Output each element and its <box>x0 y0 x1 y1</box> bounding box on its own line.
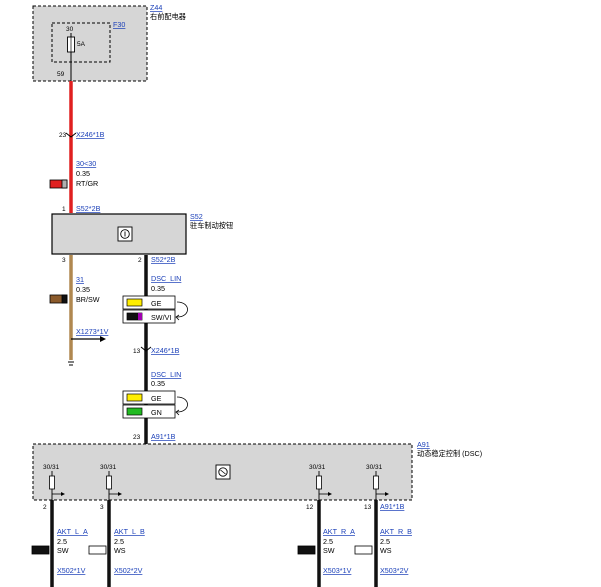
s52-id[interactable]: S52 <box>190 212 203 221</box>
akt-l-a-size: 2.5 <box>57 537 67 546</box>
wire-color-swatch-ge-2 <box>126 393 143 402</box>
akt-r-a-color: SW <box>323 546 335 555</box>
wire-color-swatch-ge <box>126 298 143 307</box>
sensor-1-label: 30/31 <box>43 464 60 471</box>
sensor-2: 30/31 <box>100 464 122 500</box>
dsc-lin-1-size: 0.35 <box>151 284 165 293</box>
twisted-pair-legend-1: GE SW/VI <box>122 295 188 324</box>
wire-color-swatch-sw-2 <box>297 545 316 555</box>
wire-30-color: RT/GR <box>76 179 98 188</box>
akt-l-a-connector[interactable]: X502*1V <box>57 566 86 575</box>
wire-31-signal[interactable]: 31 <box>76 275 84 284</box>
sensor-3: 30/31 <box>309 464 332 500</box>
z44-id[interactable]: Z44 <box>150 3 162 12</box>
connector-x246-top-icon <box>65 132 77 138</box>
twisted-pair-legend-2: GE GN <box>122 390 188 419</box>
ground-arrow-icon <box>71 336 106 342</box>
conn-x246-mid-id[interactable]: X246*1B <box>151 346 180 355</box>
fuse-rating: 5A <box>77 41 86 48</box>
conn-s52-top-pin: 1 <box>62 206 66 213</box>
sensor-4: 30/31 <box>366 464 389 500</box>
z44-out-pin: 59 <box>57 71 65 78</box>
wire-color-swatch-ws-2 <box>354 545 373 555</box>
dsc-stability-icon <box>215 464 231 480</box>
z44-distribution-box <box>32 5 148 82</box>
akt-l-b-connector[interactable]: X502*2V <box>114 566 143 575</box>
akt-r-b-signal[interactable]: AKT_R_B <box>380 527 412 536</box>
sensor-1: 30/31 <box>43 464 65 500</box>
a91-pin-13: 13 <box>364 504 372 511</box>
s52-pin-right: 2 <box>138 257 142 264</box>
akt-l-a-color: SW <box>57 546 69 555</box>
a91-bottom-connector[interactable]: A91*1B <box>380 502 405 511</box>
wire-30-signal[interactable]: 30<30 <box>76 159 96 168</box>
dsc-lin-2-signal[interactable]: DSC_LIN <box>151 370 181 379</box>
wire-color-swatch-sw-1 <box>31 545 50 555</box>
sensor-3-label: 30/31 <box>309 464 326 471</box>
akt-l-a-signal[interactable]: AKT_L_A <box>57 527 88 536</box>
akt-r-b-size: 2.5 <box>380 537 390 546</box>
dsc-lin-2-size: 0.35 <box>151 379 165 388</box>
s52-right-connector[interactable]: S52*2B <box>151 255 176 264</box>
a91-name: 动态稳定控制 (DSC) <box>417 449 482 458</box>
akt-l-b-signal[interactable]: AKT_L_B <box>114 527 145 536</box>
fuse-top-pin: 30 <box>66 26 74 33</box>
wire-color-swatch-gn <box>126 407 143 416</box>
akt-r-a-signal[interactable]: AKT_R_A <box>323 527 355 536</box>
wire-30-size: 0.35 <box>76 169 90 178</box>
z44-name: 右前配电器 <box>150 12 186 21</box>
akt-r-a-size: 2.5 <box>323 537 333 546</box>
dsc-lin-1-color-a: GE <box>151 299 162 308</box>
sensor-2-label: 30/31 <box>100 464 117 471</box>
wire-31-size: 0.35 <box>76 285 90 294</box>
akt-r-b-color: WS <box>380 546 392 555</box>
a91-pin-3: 3 <box>100 504 104 511</box>
akt-r-a-connector[interactable]: X503*1V <box>323 566 352 575</box>
dsc-lin-1-color-b: SW/VI <box>151 313 171 322</box>
dsc-lin-2-color-a: GE <box>151 394 162 403</box>
s52-name: 驻车制动按钮 <box>190 221 233 230</box>
akt-r-b-connector[interactable]: X503*2V <box>380 566 409 575</box>
akt-l-b-color: WS <box>114 546 126 555</box>
conn-x246-mid-pin: 13 <box>133 348 141 355</box>
ground-connector-id[interactable]: X1273*1V <box>76 327 109 336</box>
akt-l-b-size: 2.5 <box>114 537 124 546</box>
connector-x246-mid-icon <box>140 346 152 352</box>
parking-brake-icon <box>117 226 133 242</box>
conn-s52-top-id[interactable]: S52*2B <box>76 204 101 213</box>
fuse-id[interactable]: F30 <box>113 20 125 29</box>
conn-x246-top-id[interactable]: X246*1B <box>76 130 105 139</box>
dsc-lin-1-signal[interactable]: DSC_LIN <box>151 274 181 283</box>
dsc-lin-2-color-b: GN <box>151 408 162 417</box>
s52-parking-brake-button <box>51 213 187 255</box>
ground-symbol-icon <box>68 361 74 366</box>
conn-a91-top-id[interactable]: A91*1B <box>151 432 176 441</box>
wire-31-color: BR/SW <box>76 295 100 304</box>
a91-pin-2: 2 <box>43 504 47 511</box>
conn-a91-top-pin: 23 <box>133 434 141 441</box>
s52-pin-left: 3 <box>62 257 66 264</box>
a91-pin-12: 12 <box>306 504 314 511</box>
conn-x246-top-pin: 23 <box>59 132 67 139</box>
fuse-holder-outline <box>51 22 111 63</box>
sensor-4-label: 30/31 <box>366 464 383 471</box>
wire-color-swatch-ws-1 <box>88 545 107 555</box>
a91-id[interactable]: A91 <box>417 440 430 449</box>
